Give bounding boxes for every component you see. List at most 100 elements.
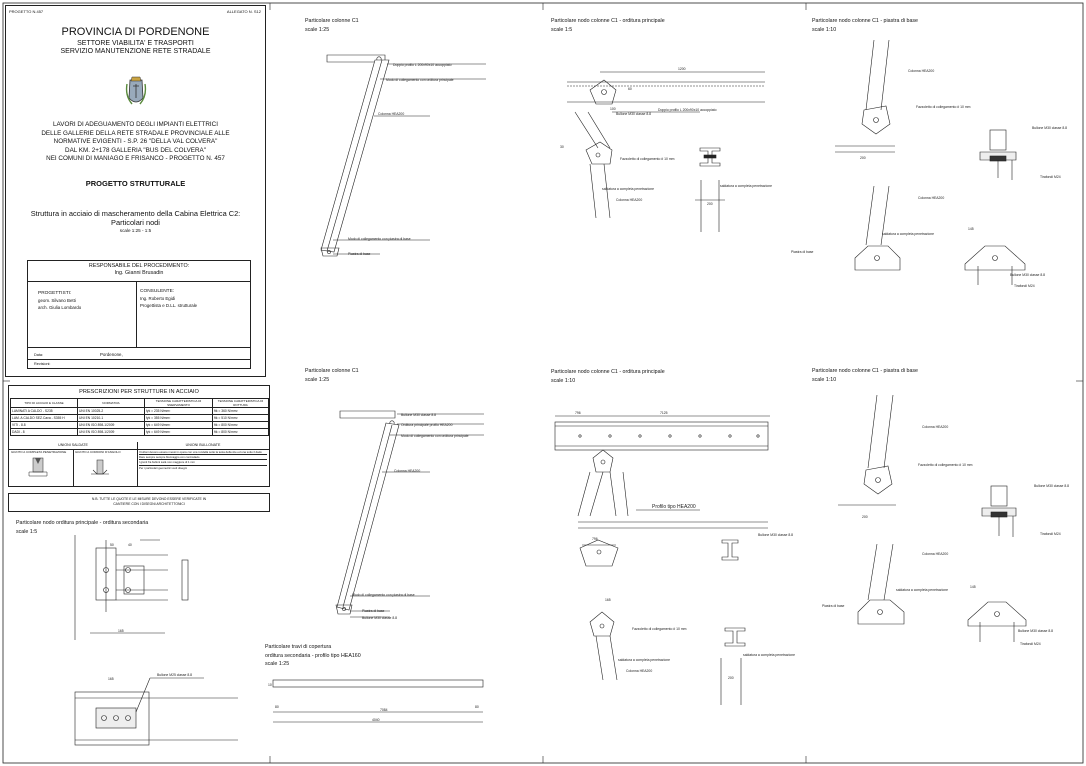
revision-label: Revisioni: [34,362,51,366]
roof-beams-detail: 80 7084 80 4040 10 [268,679,484,723]
label-tie-rods: Tirafondi M24 [1040,175,1061,179]
label-double-profile-b: Doppio profilo L 200x90x10 accoppiato [658,108,717,112]
label-base-plate-c: Piastra di base [362,609,385,613]
sector-name: SETTORE VIABILITA' E TRASPORTI [77,40,194,47]
weld-fillet-label: GIUNTO A CORDONI D'ANGOLO [75,450,121,454]
works-description: LAVORI DI ADEGUAMENTO DEGLI IMPIANTI ELE… [6,121,265,164]
label-hea200-main: Orditura principale profilo HEA200 [401,423,453,427]
responsible-label: RESPONSABILE DEL PROCEDIMENTO: [88,263,190,269]
detail-scale-base-b: scale 1:10 [812,377,837,383]
label-column-hea-g: Colonna HEA200 [922,425,948,429]
dim-60: 60 [628,87,632,91]
dim-100: 100 [610,107,616,111]
dim-80-b: 80 [475,705,479,709]
prescriptions-title: PRESCRIZIONI PER STRUTTURE IN ACCIAIO [79,389,199,395]
dim-7084: 7084 [380,708,388,712]
dim-796-b: 796 [592,537,598,541]
detail-title-node-main-a: Particolare nodo colonne C1 - orditura p… [551,18,665,24]
dim-10: 10 [268,683,272,687]
label-profile-hea200: Profilo tipo HEA200 [652,504,696,510]
node-secondary-detail: 50 40 165 165 Bullone M25 classe 8.8 [74,535,238,746]
label-bolt-m30-f: Bullone M30 classe 8.8 [758,533,793,537]
detail-scale-node-main-a: scale 1:5 [551,27,573,33]
label-base-plate-b: Piastra di base [791,250,814,254]
label-conn-main: Modo di collegamento con orditura princi… [386,78,454,82]
works-line: DAL KM. 2+178 GALLERIA "BUS DEL COLVERA" [65,146,206,154]
dim-165-b: 165 [118,629,124,633]
detail-scale-col-c1-a: scale 1:25 [305,27,330,33]
label-column-hea-b: Colonna HEA200 [616,198,642,202]
dim-200-d: 200 [862,515,868,519]
label-tie-rods-b: Tirafondi M24 [1014,284,1035,288]
dim-165: 165 [605,598,611,602]
label-gusset-b: Fazzoletto di collegamento # 10 mm [916,105,971,109]
label-weld-full: saldatura a completa penetrazione [602,187,654,191]
label-column-hea: Colonna HEA200 [378,112,404,116]
detail-title-col-c1-a: Particolare colonne C1 [305,18,359,24]
drawing-subtitle: Particolari nodi [111,218,160,227]
label-double-profile: Doppio profilo L 200x90x10 accoppiato [393,63,452,67]
label-weld-full-e: saldatura a completa penetrazione [743,653,795,657]
detail-scale-node-main-b: scale 1:10 [551,378,576,384]
attachment-number: ALLEGATO N. S12 [226,9,261,14]
signatures-table: RESPONSABILE DEL PROCEDIMENTO: Ing. Gian… [27,260,251,369]
node-main-detail-b: 796 7125 Profilo tipo HEA200 796 Bullone… [554,411,795,705]
label-column-hea-h: Colonna HEA200 [922,552,948,556]
label-gusset-d: Fazzoletto di collegamento # 10 mm [918,463,973,467]
label-weld-full-c: saldatura a completa penetrazione [882,232,934,236]
drawing-scale: scale 1:25 - 1:5 [119,228,152,233]
service-name: SERVIZIO MANUTENZIONE RETE STRADALE [60,48,211,55]
detail-title-col-c1-b: Particolare colonne C1 [305,368,359,374]
label-conn-base-b: Modo di collegamento con piastra di base [352,593,415,597]
label-bolt-m30-e: Bullone M30 classe 8.8 [362,616,397,620]
steel-prescriptions: PRESCRIZIONI PER STRUTTURE IN ACCIAIO TI… [8,385,270,487]
label-gusset: Fazzoletto di collegamento # 10 mm [620,157,675,161]
weld-symbols [28,457,109,477]
label-bolt-m30-d: Bullone M30 classe 8.8 [401,413,436,417]
column-c1-elevation-b: Bullone M30 classe 8.8 Orditura principa… [335,410,484,620]
detail-subtitle-roof-beams: orditura secondaria - profilo tipo HEA16… [265,653,361,659]
table-cell: ftk = 800 N/mm² [212,428,269,436]
dim-30: 30 [560,145,564,149]
project-number: PROGETTO N.457 [9,9,44,14]
label-bolt-m30-g: Bullone M30 classe 8.8 [1034,484,1069,488]
label-gusset-c: Fazzoletto di collegamento # 10 mm [632,627,687,631]
detail-scale-node-secondary: scale 1:5 [16,529,38,535]
label-column-hea-c: Colonna HEA200 [908,69,934,73]
consultant-name: Ing. Roberto Egidi [140,296,176,301]
bolt-note: Dare sempre sempre bloccaggio con contro… [139,455,267,461]
node-main-detail-a: 1200 100 60 Doppio profilo L 200x90x10 a… [560,67,772,232]
consultant-label: CONSULENTE: [140,289,175,294]
label-tie-rods-c: Tirafondi M24 [1040,532,1061,536]
label-conn-base: Modo di collegamento con piastra di base [348,237,411,241]
works-line: DELLE GALLERIE DELLA RETE STRADALE PROVI… [41,129,230,137]
drawing-title: Struttura in acciaio di mascheramento de… [30,209,241,218]
dim-796: 796 [575,411,581,415]
label-weld-full-f: saldatura a completa penetrazione [896,588,948,592]
verification-note-box: N.B. TUTTE LE QUOTE E LE MISURE DEVONO E… [8,493,270,512]
dim-145-b: 145 [970,585,976,589]
label-bolt-m25: Bullone M25 classe 8.8 [157,673,192,677]
detail-title-base-b: Particolare nodo colonne C1 - piastra di… [812,368,918,374]
base-plate-detail-b: Colonna HEA200 Fazzoletto di collegament… [822,394,1069,646]
date-value: Pordenone, [100,352,123,357]
label-column-hea-f: Colonna HEA200 [626,669,652,673]
consultant-role: Progettista e D.LL. strutturale [140,303,198,308]
label-bolt-m30-c: Bullone M30 classe 8.8 [1010,273,1045,277]
project-type: PROGETTO STRUTTURALE [85,179,186,188]
detail-scale-col-c1-b: scale 1:25 [305,377,330,383]
title-block: PROGETTO N.457 ALLEGATO N. S12 PROVINCIA… [5,5,266,377]
label-conn-main-b: Modo di collegamento con orditura princi… [401,434,469,438]
label-column-hea-d: Colonna HEA200 [918,196,944,200]
detail-title-node-secondary: Particolare nodo orditura principale - o… [16,520,149,526]
dim-80: 80 [275,705,279,709]
responsible-name: Ing. Gianni Brusadin [114,270,164,276]
bolt-note: I bulloni devono essere messi in opera c… [139,450,267,456]
designers-label: PROGETTISTI: [38,291,72,296]
label-bolt-m30-h: Bullone M30 classe 8.8 [1018,629,1053,633]
dim-165-c: 165 [108,677,114,681]
dim-50: 50 [110,543,114,547]
